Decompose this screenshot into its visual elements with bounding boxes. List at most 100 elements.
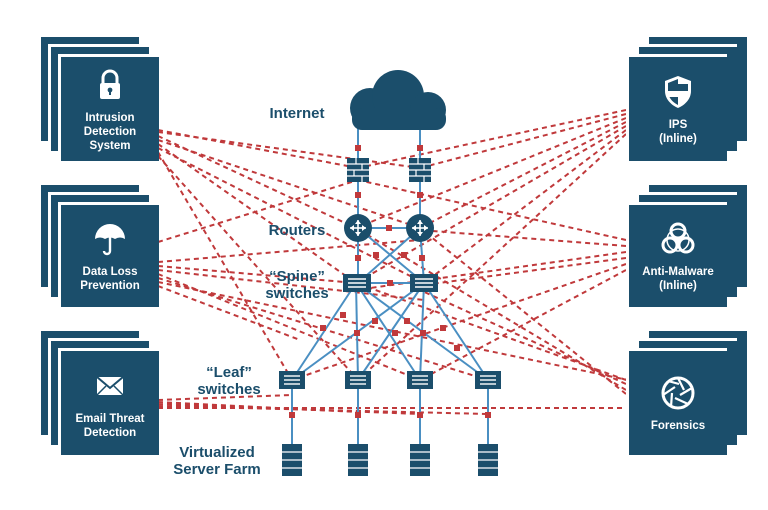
lock-icon — [100, 69, 120, 99]
internet-cloud-icon — [350, 70, 446, 130]
antimalware-label: Anti-Malware (Inline) — [642, 266, 714, 292]
tap-point — [420, 330, 426, 336]
leaf-switches-label: “Leaf” switches — [197, 364, 261, 398]
network-link — [291, 282, 357, 381]
monitoring-link — [157, 265, 357, 284]
tap-point — [401, 252, 407, 258]
monitoring-link — [419, 229, 627, 247]
umbrella-icon — [95, 224, 125, 256]
monitoring-link — [157, 135, 357, 229]
monitoring-link — [355, 227, 627, 391]
server-icon — [348, 444, 368, 476]
antimalware-card: Anti-Malware (Inline) — [626, 182, 748, 308]
monitoring-link — [157, 139, 421, 229]
monitoring-link — [157, 403, 421, 415]
forensics-card-face: Forensics — [626, 348, 727, 455]
monitoring-link — [291, 263, 627, 381]
network-link — [357, 282, 425, 381]
monitoring-link — [157, 179, 359, 243]
monitoring-link — [357, 133, 627, 381]
network-link — [355, 282, 421, 381]
tap-point — [289, 412, 295, 418]
shield-icon — [665, 76, 691, 108]
aperture-icon — [661, 376, 695, 410]
tap-point — [320, 325, 326, 331]
server-icon — [478, 444, 498, 476]
monitoring-link — [357, 179, 627, 241]
monitoring-link — [355, 117, 627, 229]
tap-point — [340, 312, 346, 318]
monitoring-link — [157, 394, 293, 401]
monitoring-link — [157, 143, 357, 284]
server-farm-label: Virtualized Server Farm — [173, 444, 261, 478]
dlp-card: Data Loss Prevention — [38, 182, 160, 308]
tap-point — [355, 255, 361, 261]
dlp-label: Data Loss Prevention — [80, 266, 140, 292]
monitoring-link — [157, 281, 629, 381]
leaf-switch-icon — [279, 371, 305, 389]
tap-point — [440, 325, 446, 331]
ids-card: Intrusion Detection System — [38, 34, 160, 162]
tap-point — [386, 225, 392, 231]
router-icon — [344, 214, 372, 242]
spine-switch-icon — [410, 274, 438, 292]
tap-point — [419, 255, 425, 261]
ids-label: Intrusion Detection System — [83, 112, 137, 152]
envelope-icon — [96, 376, 124, 396]
email-label: Email Threat Detection — [75, 413, 145, 439]
tap-point — [372, 318, 378, 324]
tap-point — [392, 330, 398, 336]
monitoring-link — [157, 239, 421, 263]
monitoring-link — [419, 121, 627, 229]
antimalware-card-face: Anti-Malware (Inline) — [626, 202, 727, 307]
ips-card: IPS (Inline) — [626, 34, 748, 162]
leaf-switch-icon — [475, 371, 501, 389]
spine-switches-label: “Spine” switches — [265, 268, 329, 302]
tap-points — [289, 145, 491, 418]
leaf-switch-icon — [407, 371, 433, 389]
firewall-icon — [409, 158, 431, 182]
tap-point — [387, 280, 393, 286]
monitoring-link — [419, 269, 627, 381]
dlp-card-face: Data Loss Prevention — [58, 202, 159, 307]
tap-point — [454, 345, 460, 351]
email-card: Email Threat Detection — [38, 328, 160, 456]
tap-point — [485, 412, 491, 418]
monitoring-link — [357, 109, 627, 169]
email-card-face: Email Threat Detection — [58, 348, 159, 455]
biohazard-icon — [661, 222, 695, 254]
server-icon — [282, 444, 302, 476]
monitoring-link — [423, 129, 627, 284]
forensics-label: Forensics — [650, 420, 706, 432]
firewall-icon — [347, 158, 369, 182]
network-link — [423, 282, 489, 381]
tap-point — [355, 145, 361, 151]
forensics-card: Forensics — [626, 328, 748, 456]
tap-point — [373, 252, 379, 258]
monitoring-link — [423, 257, 627, 286]
tap-point — [354, 330, 360, 336]
ips-label: IPS (Inline) — [659, 119, 697, 145]
monitoring-link — [355, 125, 627, 284]
tap-point — [355, 412, 361, 418]
ips-card-face: IPS (Inline) — [626, 54, 727, 161]
internet-label: Internet — [269, 105, 325, 122]
tap-point — [417, 412, 423, 418]
monitoring-link — [157, 131, 421, 169]
monitoring-link — [419, 227, 627, 395]
spine-switch-icon — [343, 274, 371, 292]
ids-card-face: Intrusion Detection System — [58, 54, 159, 161]
monitoring-link — [157, 151, 293, 381]
monitoring-link — [157, 147, 425, 284]
monitoring-link — [157, 129, 359, 169]
tap-point — [404, 318, 410, 324]
tap-point — [417, 145, 423, 151]
routers-label: Routers — [268, 222, 326, 239]
monitoring-link — [157, 285, 301, 341]
network-link — [357, 227, 425, 284]
server-icon — [410, 444, 430, 476]
router-icon — [406, 214, 434, 242]
tap-point — [417, 192, 423, 198]
